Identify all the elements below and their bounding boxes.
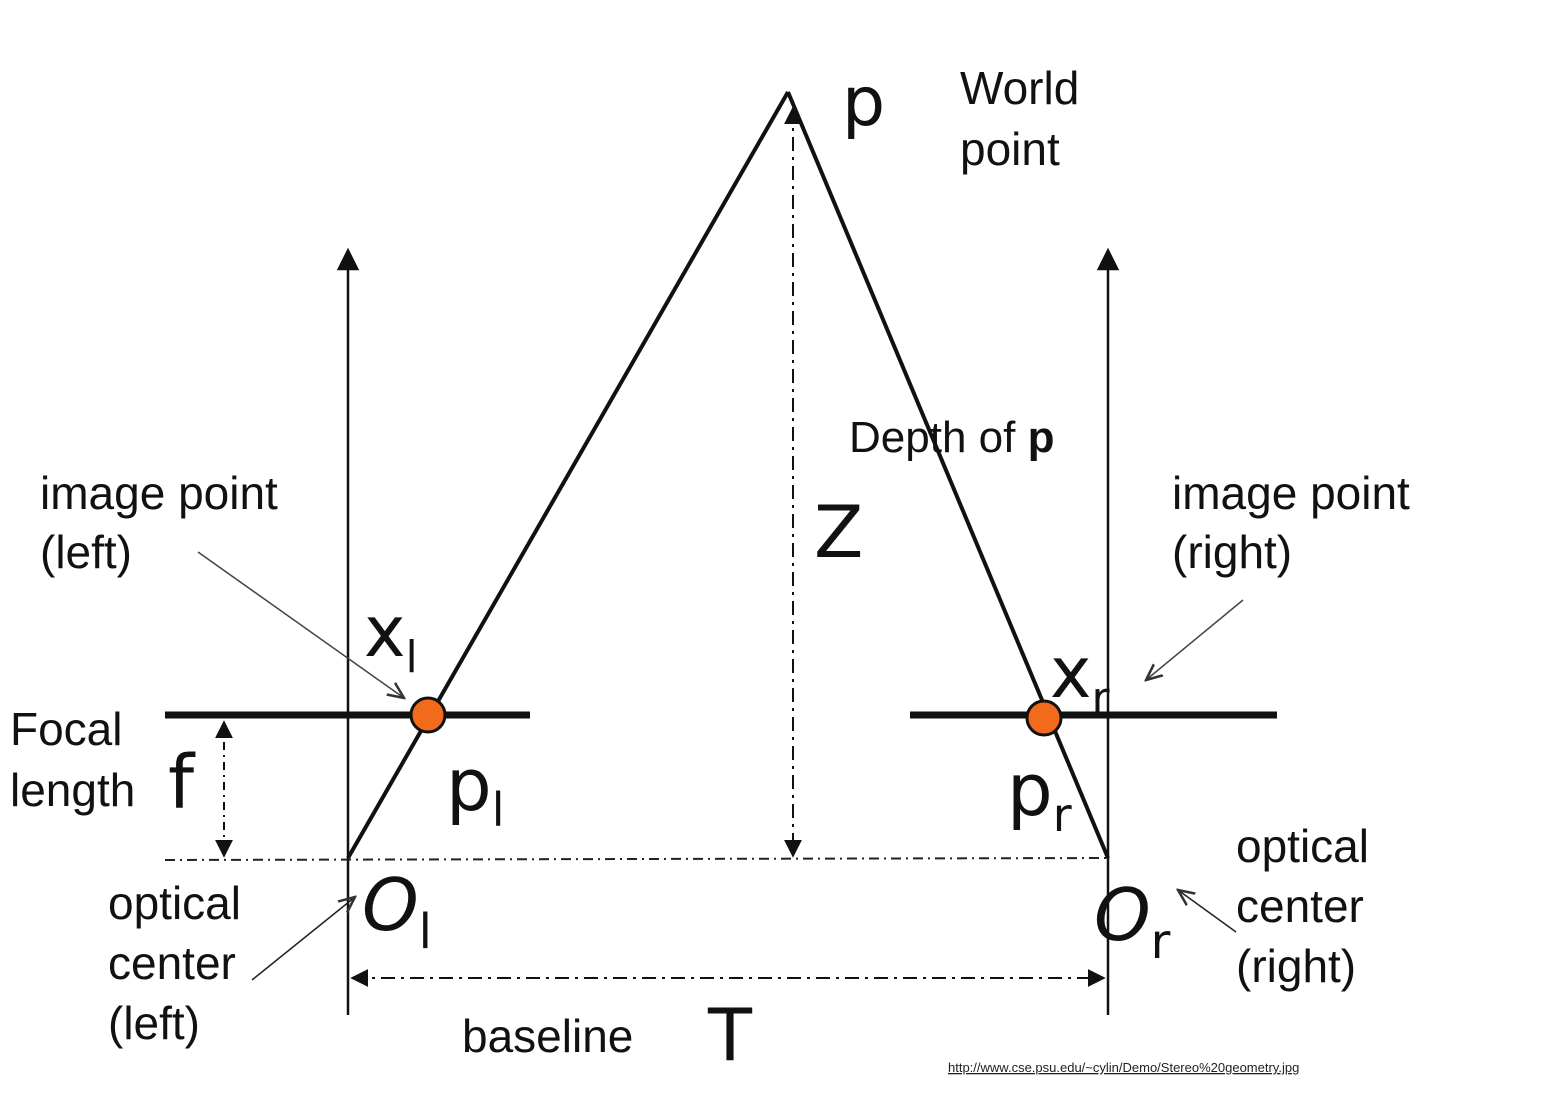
optical-center-line bbox=[164, 857, 1109, 861]
left-optical-center-label-line3: (left) bbox=[108, 997, 200, 1049]
focal-length-label-line2: length bbox=[10, 764, 135, 816]
left-image-coordinate-symbol: xl bbox=[364, 591, 418, 683]
right-image-point-label-line1: image point bbox=[1172, 467, 1410, 519]
baseline-symbol: T bbox=[707, 993, 753, 1077]
left-image-point-label-line2: (left) bbox=[40, 526, 132, 578]
left-image-point-marker bbox=[409, 696, 447, 734]
right-optical-center-symbol: Or bbox=[1094, 873, 1171, 970]
source-url[interactable]: http://www.cse.psu.edu/~cylin/Demo/Stere… bbox=[948, 1060, 1299, 1075]
left-image-point-label-line1: image point bbox=[40, 467, 278, 519]
left-optical-center-label-line1: optical bbox=[108, 877, 241, 929]
world-point-label-line1: World bbox=[960, 62, 1079, 114]
left-optical-center-leader bbox=[251, 897, 355, 981]
right-optical-center-label-line3: (right) bbox=[1236, 940, 1356, 992]
right-image-point-leader bbox=[1146, 599, 1244, 680]
depth-label: Depth of p bbox=[849, 413, 1054, 462]
right-image-point-label-line2: (right) bbox=[1172, 526, 1292, 578]
focal-length-label-line1: Focal bbox=[10, 703, 122, 755]
right-image-point-marker bbox=[1025, 699, 1063, 737]
right-image-point-symbol: pr bbox=[1007, 748, 1072, 842]
left-ray bbox=[346, 91, 790, 859]
world-point-symbol: p bbox=[842, 63, 885, 142]
left-image-point-symbol: pl bbox=[446, 743, 504, 837]
right-optical-center-label-line1: optical bbox=[1236, 820, 1369, 872]
right-optical-center-label-line2: center bbox=[1236, 880, 1364, 932]
right-image-coordinate-symbol: xr bbox=[1050, 632, 1110, 724]
left-optical-center-label-line2: center bbox=[108, 937, 236, 989]
left-image-point-leader bbox=[197, 551, 404, 698]
focal-length-symbol: f bbox=[168, 740, 196, 826]
world-point-label-line2: point bbox=[960, 123, 1060, 175]
left-optical-center-symbol: Ol bbox=[362, 863, 432, 960]
right-ray bbox=[786, 91, 1110, 859]
right-optical-center-leader bbox=[1178, 890, 1237, 933]
depth-symbol: Z bbox=[814, 490, 863, 574]
baseline-label: baseline bbox=[462, 1010, 633, 1062]
